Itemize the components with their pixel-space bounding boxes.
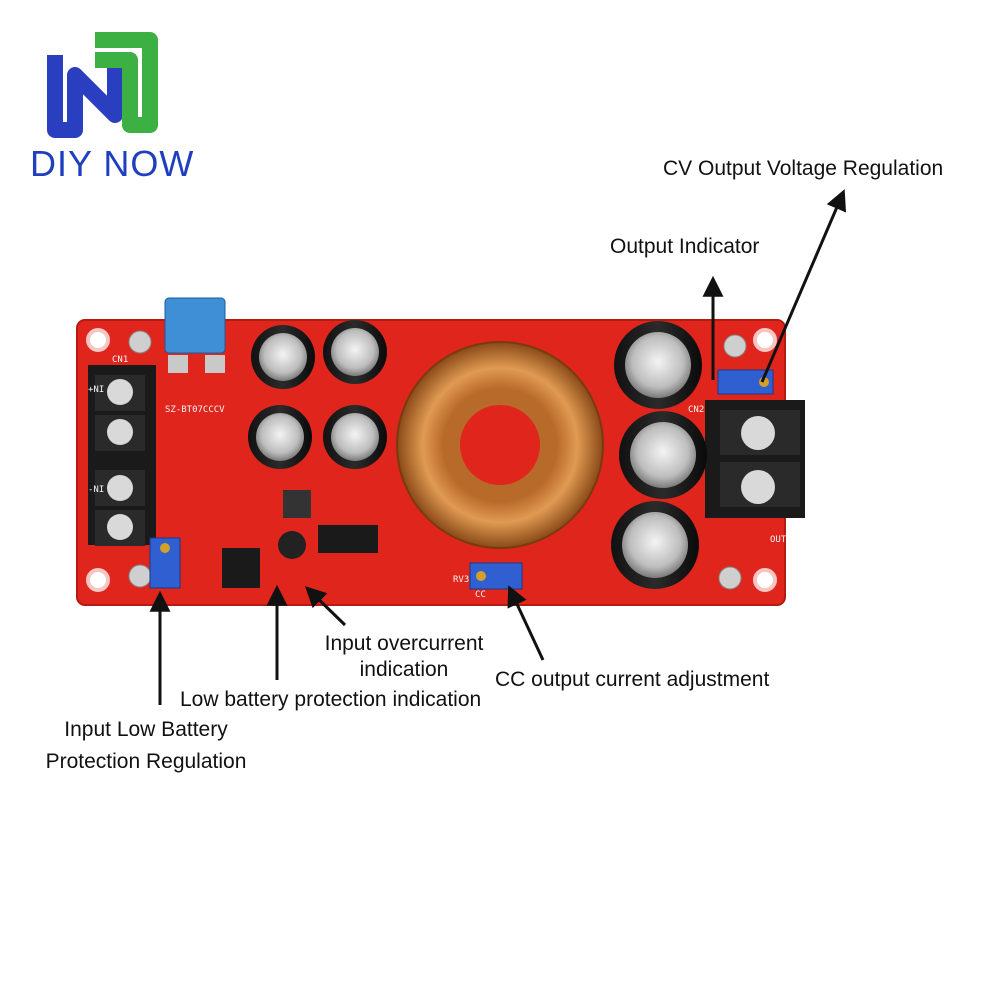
pot-input-low-battery: [149, 537, 181, 589]
label-input-overcurrent: Input overcurrent indication: [313, 632, 495, 682]
arrow-cc-output: [507, 585, 545, 661]
arrow-input-overcurrent: [304, 586, 347, 627]
label-input-low-battery: Input Low Battery Protection Regulation: [30, 718, 262, 774]
silk-in-plus: +NI: [88, 385, 104, 395]
label-output-indicator: Output Indicator: [610, 235, 760, 258]
label-input-low-battery-line2: Protection Regulation: [45, 750, 247, 773]
blue-fuse: [164, 297, 226, 373]
output-capacitors: [611, 321, 707, 589]
smd-components: [222, 490, 378, 588]
label-input-low-battery-line1: Input Low Battery: [64, 718, 228, 741]
annotation-arrows: [149, 189, 847, 705]
silk-cn2: CN2: [688, 405, 704, 415]
silk-bt-label: SZ-BT07CCCV: [165, 405, 225, 415]
silk-in-minus: -NI: [88, 485, 104, 495]
silk-rv3: RV3: [453, 575, 469, 585]
label-low-battery-indication: Low battery protection indication: [180, 688, 482, 711]
label-cc-output-current: CC output current adjustment: [495, 668, 770, 691]
silk-cn1: CN1: [112, 355, 128, 365]
silkscreen: SZ-BT07CCCV CN1 CN2 +NI -NI OUT- RV3 CC: [88, 355, 792, 600]
label-cv-output-voltage: CV Output Voltage Regulation: [663, 157, 944, 180]
brand-name: DIY NOW: [30, 143, 195, 184]
silk-out-minus: OUT-: [770, 535, 792, 545]
arrow-cv-output: [760, 189, 847, 383]
input-terminal-block: [88, 365, 156, 546]
toroidal-inductor: [396, 341, 604, 549]
silk-cc: CC: [475, 590, 486, 600]
label-input-overcurrent-line2: indication: [359, 658, 449, 681]
output-terminal-block: [705, 400, 805, 518]
logo-mark: [47, 32, 158, 138]
input-capacitors: [248, 320, 387, 469]
pot-cv: [717, 369, 774, 395]
label-input-overcurrent-line1: Input overcurrent: [324, 632, 484, 655]
pot-cc: [469, 562, 523, 590]
